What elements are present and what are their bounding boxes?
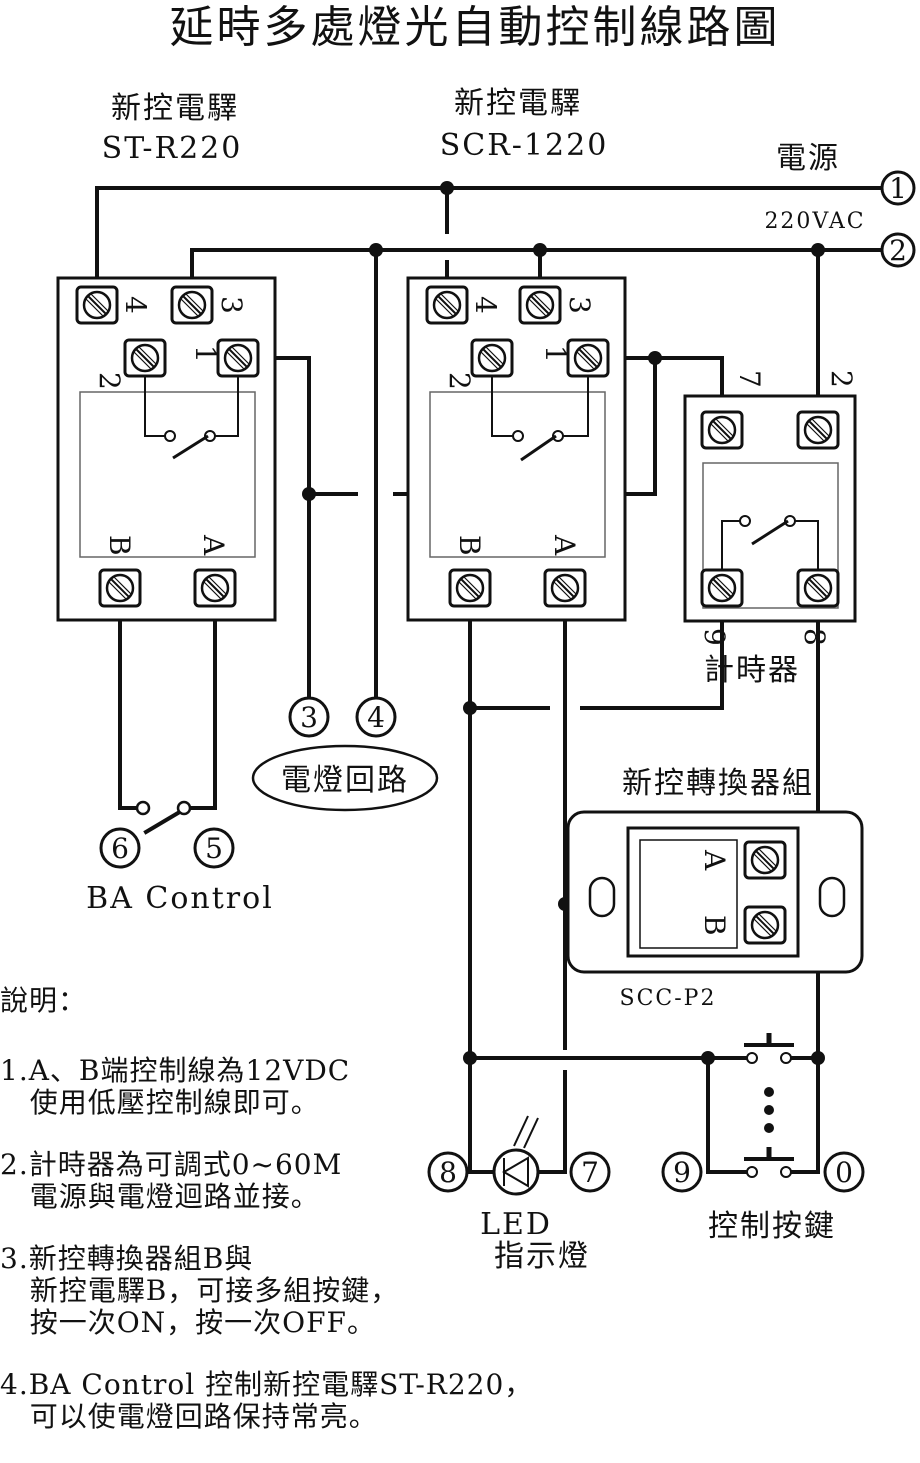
power-terminal-2: 2 xyxy=(889,234,907,267)
button-terminal-0-circle xyxy=(823,1151,865,1193)
led-terminal-7: 7 xyxy=(581,1156,599,1189)
relay1-body xyxy=(56,276,277,622)
button-terminal-9-circle xyxy=(661,1151,703,1193)
ba-terminal-6-circle xyxy=(99,827,141,869)
power-terminal-1: 1 xyxy=(889,172,907,205)
note-4-line2: 可以使電燈回路保持常亮。 xyxy=(0,1400,378,1433)
diagram-title: 延時多處燈光自動控制線路圖 xyxy=(170,2,781,53)
note-3-line1: 3.新控轉換器組B與 xyxy=(0,1242,254,1275)
timer-label: 計時器 xyxy=(704,653,800,688)
led-label-line1: LED xyxy=(480,1207,552,1242)
push-buttons xyxy=(744,1033,794,1178)
relay1-terminal-b: B xyxy=(103,535,136,556)
note-4: 4.BA Control 控制新控電驛ST-R220， 可以使電燈回路保持常亮。 xyxy=(0,1369,700,1433)
note-1-line1: 1.A、B端控制線為12VDC xyxy=(0,1054,351,1087)
note-1-line2: 使用低壓控制線即可。 xyxy=(0,1086,320,1119)
relay2-terminal-b: B xyxy=(453,535,486,556)
ba-switch-contact-right xyxy=(176,800,192,816)
junction-dots xyxy=(302,181,825,1065)
converter-terminal-a: A xyxy=(698,849,731,871)
relay2-terminal-1: 1 xyxy=(539,345,572,363)
notes-section: 說明： 1.A、B端控制線為12VDC 使用低壓控制線即可。 2.計時器為可調式… xyxy=(0,985,700,1463)
converter-model: SCC-P2 xyxy=(620,986,717,1011)
buttons-label: 控制按鍵 xyxy=(708,1209,836,1244)
converter-body xyxy=(566,810,864,974)
note-2-line1: 2.計時器為可調式0~60M xyxy=(0,1148,343,1181)
converter-terminal-b: B xyxy=(698,915,731,936)
led-icon xyxy=(492,1115,540,1196)
lamp-terminal-3: 3 xyxy=(300,701,318,734)
lamp-terminal-3-circle xyxy=(288,696,330,738)
button-terminal-0: 0 xyxy=(835,1156,853,1189)
lamp-circuit-label: 電燈回路 xyxy=(281,763,409,798)
relay2-body xyxy=(406,276,627,622)
button-terminal-9: 9 xyxy=(673,1156,691,1189)
led-terminal-8: 8 xyxy=(439,1156,457,1189)
note-3: 3.新控轉換器組B與 新控電驛B，可接多組按鍵， 按一次ON，按一次OFF。 xyxy=(0,1243,700,1339)
led-terminal-8-circle xyxy=(427,1151,469,1193)
power-terminal-1-circle xyxy=(880,170,916,206)
note-1: 1.A、B端控制線為12VDC 使用低壓控制線即可。 xyxy=(0,1055,700,1119)
timer-terminal-9: 9 xyxy=(698,628,731,646)
ba-terminal-5-circle xyxy=(193,827,235,869)
lamp-circuit-ellipse xyxy=(251,744,439,812)
note-4-line1: 4.BA Control 控制新控電驛ST-R220， xyxy=(0,1368,534,1401)
relay1-terminal-1: 1 xyxy=(189,345,222,363)
relay1-terminal-2: 2 xyxy=(93,372,126,390)
ba-terminal-6: 6 xyxy=(111,832,129,865)
relay1-brand: 新控電驛 xyxy=(111,91,239,126)
relay1-model: ST-R220 xyxy=(102,131,243,166)
relay1-terminal-a: A xyxy=(197,534,230,556)
power-terminal-2-circle xyxy=(880,232,916,268)
relay2-terminal-3: 3 xyxy=(563,296,596,314)
relay1-terminal-4: 4 xyxy=(119,296,152,314)
led-terminal-7-circle xyxy=(569,1151,611,1193)
relay2-terminal-2: 2 xyxy=(443,372,476,390)
timer-terminal-8: 8 xyxy=(798,628,831,646)
note-3-line3: 按一次ON，按一次OFF。 xyxy=(0,1306,376,1339)
timer-terminal-2: 2 xyxy=(825,370,858,388)
relay2-terminal-a: A xyxy=(548,534,581,556)
power-label: 電源 xyxy=(776,141,840,176)
timer-body xyxy=(683,394,857,623)
note-3-line2: 新控電驛B，可接多組按鍵， xyxy=(0,1274,400,1307)
ba-switch-contact-left xyxy=(135,800,151,816)
notes-heading: 說明： xyxy=(0,984,88,1017)
timer-terminal-7: 7 xyxy=(733,370,766,388)
lamp-terminal-4-circle xyxy=(355,696,397,738)
power-voltage: 220VAC xyxy=(764,209,865,234)
relay2-brand: 新控電驛 xyxy=(454,86,582,121)
relay1-terminal-3: 3 xyxy=(215,296,248,314)
converter-label: 新控轉換器組 xyxy=(622,766,814,801)
lamp-terminal-4: 4 xyxy=(367,701,385,734)
relay2-terminal-4: 4 xyxy=(469,296,502,314)
note-2: 2.計時器為可調式0~60M 電源與電燈迴路並接。 xyxy=(0,1149,700,1213)
note-2-line2: 電源與電燈迴路並接。 xyxy=(0,1180,320,1213)
ba-control-label: BA Control xyxy=(86,881,274,916)
relay2-model: SCR-1220 xyxy=(440,128,609,163)
ba-terminal-5: 5 xyxy=(205,832,223,865)
led-label-line2: 指示燈 xyxy=(494,1239,590,1274)
